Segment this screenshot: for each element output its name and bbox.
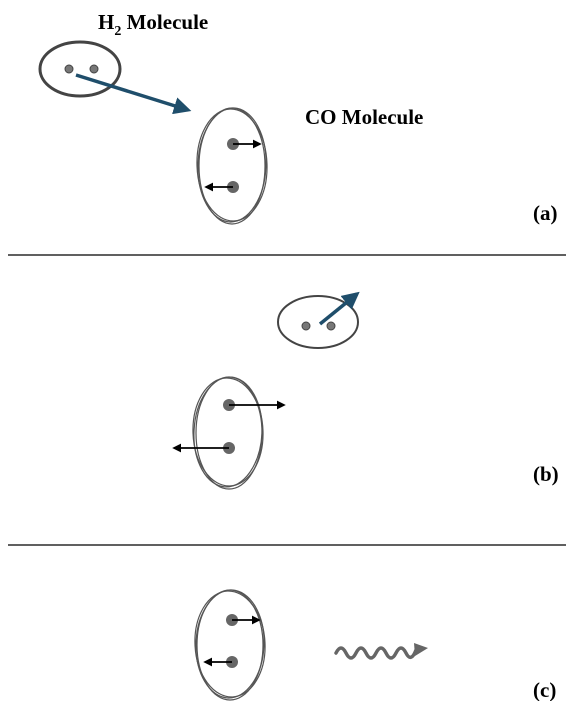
panel-a-tag: (a) <box>533 201 558 225</box>
h2-atom-right <box>326 321 336 331</box>
h2-velocity-arrow <box>318 291 360 326</box>
h2-molecule-label: H2 Molecule <box>98 10 208 39</box>
panel-c-tag: (c) <box>533 678 556 701</box>
panel-c: (c) <box>194 589 556 701</box>
panel-b: (b) <box>172 291 559 490</box>
h2-outline <box>277 295 359 349</box>
h2-molecule-b <box>277 291 360 349</box>
co-molecule-label: CO Molecule <box>305 105 423 129</box>
h2-outline <box>38 40 122 98</box>
h2-molecule <box>38 40 122 98</box>
wavy-photon-arrow-icon <box>334 643 428 660</box>
h2-atom-left <box>64 64 74 74</box>
co-molecule-a <box>196 107 268 225</box>
panel-a: H2 Molecule CO Molecule (a) <box>38 10 558 225</box>
h2-velocity-arrow <box>75 73 192 115</box>
h2-atom-left <box>301 321 311 331</box>
h2-atom-right <box>89 64 99 74</box>
panel-b-tag: (b) <box>533 462 559 486</box>
co-molecule-b <box>172 376 286 490</box>
co-molecule-c <box>194 589 266 701</box>
